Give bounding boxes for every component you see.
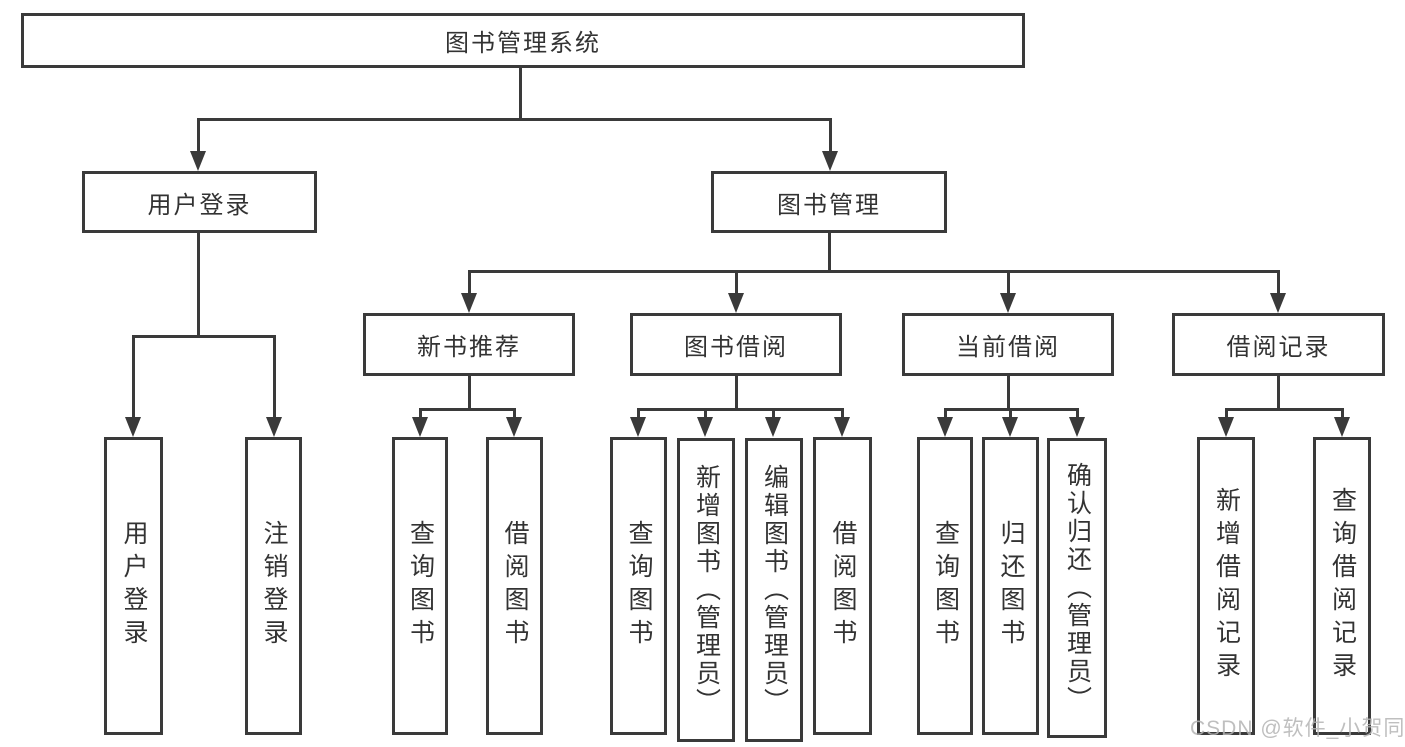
arrow-down-icon [728,293,744,313]
leaf-borrow-book-recommend-label: 借阅图书 [501,520,529,652]
connector-line [1007,376,1010,408]
leaf-add-book-admin-label: 新增图书（管理员） [692,464,721,716]
node-borrow-records-label: 借阅记录 [1226,334,1331,361]
node-borrow-records: 借阅记录 [1172,313,1385,376]
connector-line [1341,408,1344,420]
leaf-query-borrow-record: 查询借阅记录 [1313,437,1371,735]
connector-line [1009,408,1012,420]
leaf-query-book-recommend: 查询图书 [392,437,448,735]
connector-line [468,376,471,408]
arrow-down-icon [1002,417,1018,437]
leaf-user-login-label: 用户登录 [120,520,148,652]
leaf-add-book-admin: 新增图书（管理员） [677,438,735,742]
leaf-borrow-book-recommend: 借阅图书 [486,437,543,735]
leaf-edit-book-admin: 编辑图书（管理员） [745,438,803,742]
connector-line [637,408,844,411]
arrow-down-icon [822,151,838,171]
connector-line [273,335,276,419]
connector-line [519,68,522,120]
leaf-user-login: 用户登录 [104,437,163,735]
node-book-management: 图书管理 [711,171,947,233]
leaf-query-book-borrow-label: 查询图书 [625,520,653,652]
connector-line [132,335,135,419]
arrow-down-icon [1334,417,1350,437]
node-user-login-label: 用户登录 [147,191,252,219]
leaf-return-book-label: 归还图书 [997,520,1025,652]
arrow-down-icon [461,293,477,313]
leaf-logout-label: 注销登录 [260,520,288,652]
connector-line [841,408,844,420]
arrow-down-icon [765,417,781,437]
arrow-down-icon [1270,293,1286,313]
connector-line [829,118,832,154]
arrow-down-icon [697,417,713,437]
connector-line [772,408,775,420]
connector-line [419,408,422,420]
arrow-down-icon [266,417,282,437]
node-current-borrow-label: 当前借阅 [956,334,1060,361]
connector-line [944,408,947,420]
connector-line [1076,408,1079,420]
node-user-login: 用户登录 [82,171,317,233]
node-book-borrow: 图书借阅 [630,313,842,376]
arrow-down-icon [937,417,953,437]
connector-line [1277,270,1280,295]
arrow-down-icon [506,417,522,437]
leaf-query-book-current: 查询图书 [917,437,973,735]
leaf-edit-book-admin-label: 编辑图书（管理员） [760,464,789,716]
connector-line [419,408,516,411]
leaf-confirm-return-admin-label: 确认归还（管理员） [1063,462,1092,714]
connector-line [704,408,707,420]
connector-line [1225,408,1344,411]
node-new-book-recommend: 新书推荐 [363,313,575,376]
connector-line [1007,270,1010,295]
connector-line [828,233,831,270]
connector-line [735,376,738,408]
connector-line [468,270,1280,273]
connector-line [132,335,276,338]
connector-line [468,270,471,295]
connector-line [1225,408,1228,420]
csdn-watermark: CSDN @软件_小贺同学 [1190,717,1405,740]
connector-line [637,408,640,420]
arrow-down-icon [834,417,850,437]
leaf-add-borrow-record: 新增借阅记录 [1197,437,1255,735]
arrow-down-icon [190,151,206,171]
connector-line [513,408,516,420]
leaf-borrow-book-label: 借阅图书 [829,520,857,652]
node-root: 图书管理系统 [21,13,1025,68]
connector-line [1277,376,1280,408]
arrow-down-icon [1218,417,1234,437]
arrow-down-icon [1000,293,1016,313]
leaf-confirm-return-admin: 确认归还（管理员） [1047,438,1107,738]
node-book-management-label: 图书管理 [777,191,881,219]
leaf-logout: 注销登录 [245,437,302,735]
leaf-query-borrow-record-label: 查询借阅记录 [1328,487,1357,685]
arrow-down-icon [125,417,141,437]
node-book-borrow-label: 图书借阅 [684,334,788,361]
leaf-borrow-book: 借阅图书 [813,437,872,735]
arrow-down-icon [412,417,428,437]
leaf-add-borrow-record-label: 新增借阅记录 [1212,487,1241,685]
node-current-borrow: 当前借阅 [902,313,1114,376]
leaf-query-book-recommend-label: 查询图书 [406,520,435,652]
arrow-down-icon [1069,417,1085,437]
node-new-book-recommend-label: 新书推荐 [417,334,521,361]
connector-line [735,270,738,295]
leaf-query-book-borrow: 查询图书 [610,437,667,735]
leaf-return-book: 归还图书 [982,437,1039,735]
connector-line [197,118,200,154]
leaf-query-book-current-label: 查询图书 [931,520,960,652]
node-root-label: 图书管理系统 [445,30,601,57]
arrow-down-icon [630,417,646,437]
connector-line [197,233,200,335]
connector-line [197,118,832,121]
